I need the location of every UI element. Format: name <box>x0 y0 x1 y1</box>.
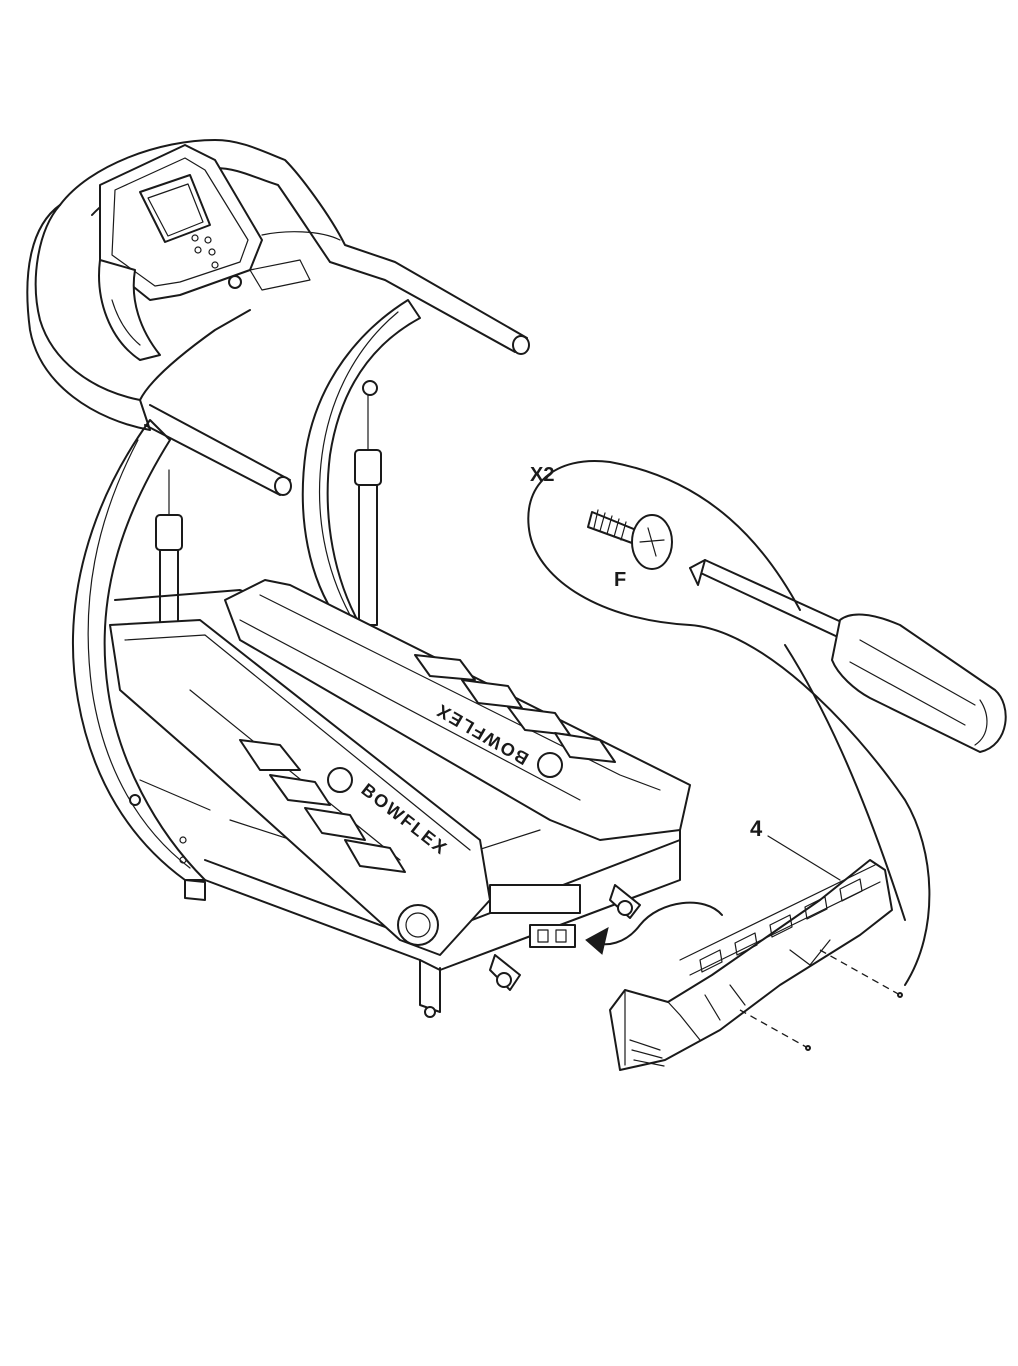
rear-cover-part <box>610 860 902 1070</box>
screw-f-icon <box>588 510 672 569</box>
part-number-label: 4 <box>750 816 763 841</box>
install-arrow <box>586 903 722 954</box>
screwdriver-icon <box>690 560 1006 752</box>
callout-quantity-label: X2 <box>530 464 554 486</box>
treadclimber-machine: BOWFLEX BOWFLEX <box>27 140 690 1017</box>
callout-part-letter-label: F <box>614 569 626 591</box>
screw-callout: X2 F <box>528 461 1005 985</box>
part-number-leader <box>768 836 840 880</box>
